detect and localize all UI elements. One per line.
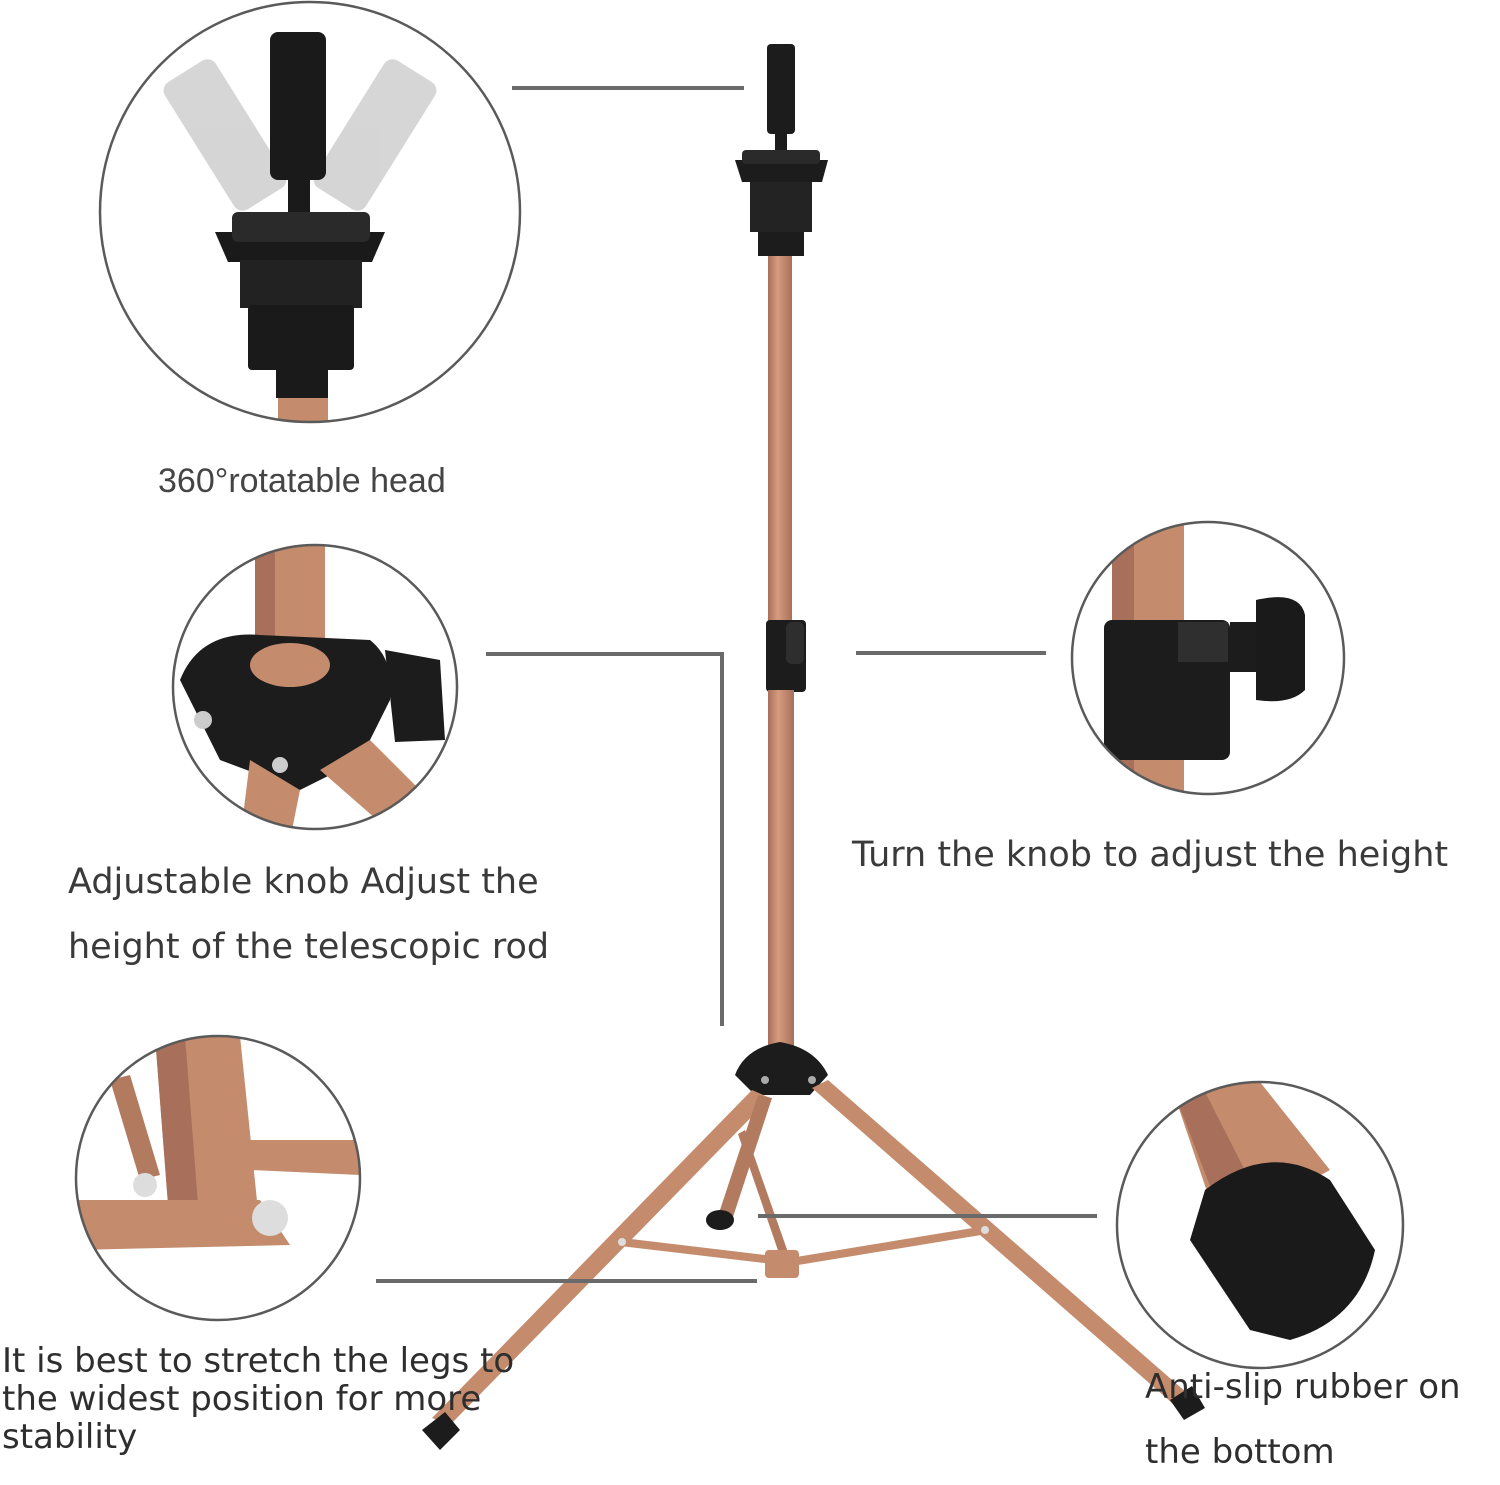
stand-lower-rod (768, 690, 794, 1050)
label-anti-slip-rubber-line1: Anti-slip rubber on (1145, 1367, 1461, 1407)
stand-head-spike (767, 44, 795, 134)
label-stretch-legs-line3: stability (2, 1417, 138, 1457)
label-stretch-legs-line1: It is best to stretch the legs to (2, 1341, 515, 1381)
wig-stand (422, 44, 1205, 1450)
stand-head-collar (735, 160, 828, 182)
right-foot (1170, 1386, 1205, 1420)
detail-height-knob (1070, 520, 1346, 796)
label-anti-slip-rubber: Anti-slip rubber on the bottom (1145, 1355, 1461, 1485)
label-adjustable-knob-line2: height of the telescopic rod (68, 927, 550, 967)
leader-knob (486, 652, 724, 1026)
stand-right-leg (812, 1080, 1195, 1410)
label-turn-knob: Turn the knob to adjust the height (852, 835, 1449, 875)
label-anti-slip-rubber-line2: the bottom (1145, 1432, 1335, 1472)
leg-brace (620, 1238, 790, 1266)
detail-head-frame (98, 0, 522, 424)
left-foot (422, 1412, 460, 1450)
stand-upper-rod (768, 256, 792, 626)
label-stretch-legs-line2: the widest position for more (2, 1379, 482, 1419)
label-stretch-legs: It is best to stretch the legs to the wi… (2, 1342, 514, 1456)
detail-height-knob-frame (1070, 520, 1346, 796)
detail-hub-knob (171, 543, 459, 831)
stand-left-leg (432, 1090, 770, 1425)
label-rotatable-head: 360°rotatable head (158, 462, 446, 500)
stand-back-leg (718, 1095, 772, 1220)
detail-hub-knob-frame (171, 543, 459, 831)
detail-head (98, 0, 522, 424)
stand-tripod-hub (735, 1042, 828, 1095)
detail-rubber-foot (1115, 1080, 1405, 1370)
leader-lines (376, 86, 1097, 1283)
label-adjustable-knob: Adjustable knob Adjust the height of the… (68, 850, 549, 980)
label-adjustable-knob-line1: Adjustable knob Adjust the (68, 862, 539, 902)
detail-leg-brace (74, 1034, 362, 1322)
detail-leg-brace-frame (74, 1034, 362, 1322)
detail-rubber-foot-frame (1115, 1080, 1405, 1370)
